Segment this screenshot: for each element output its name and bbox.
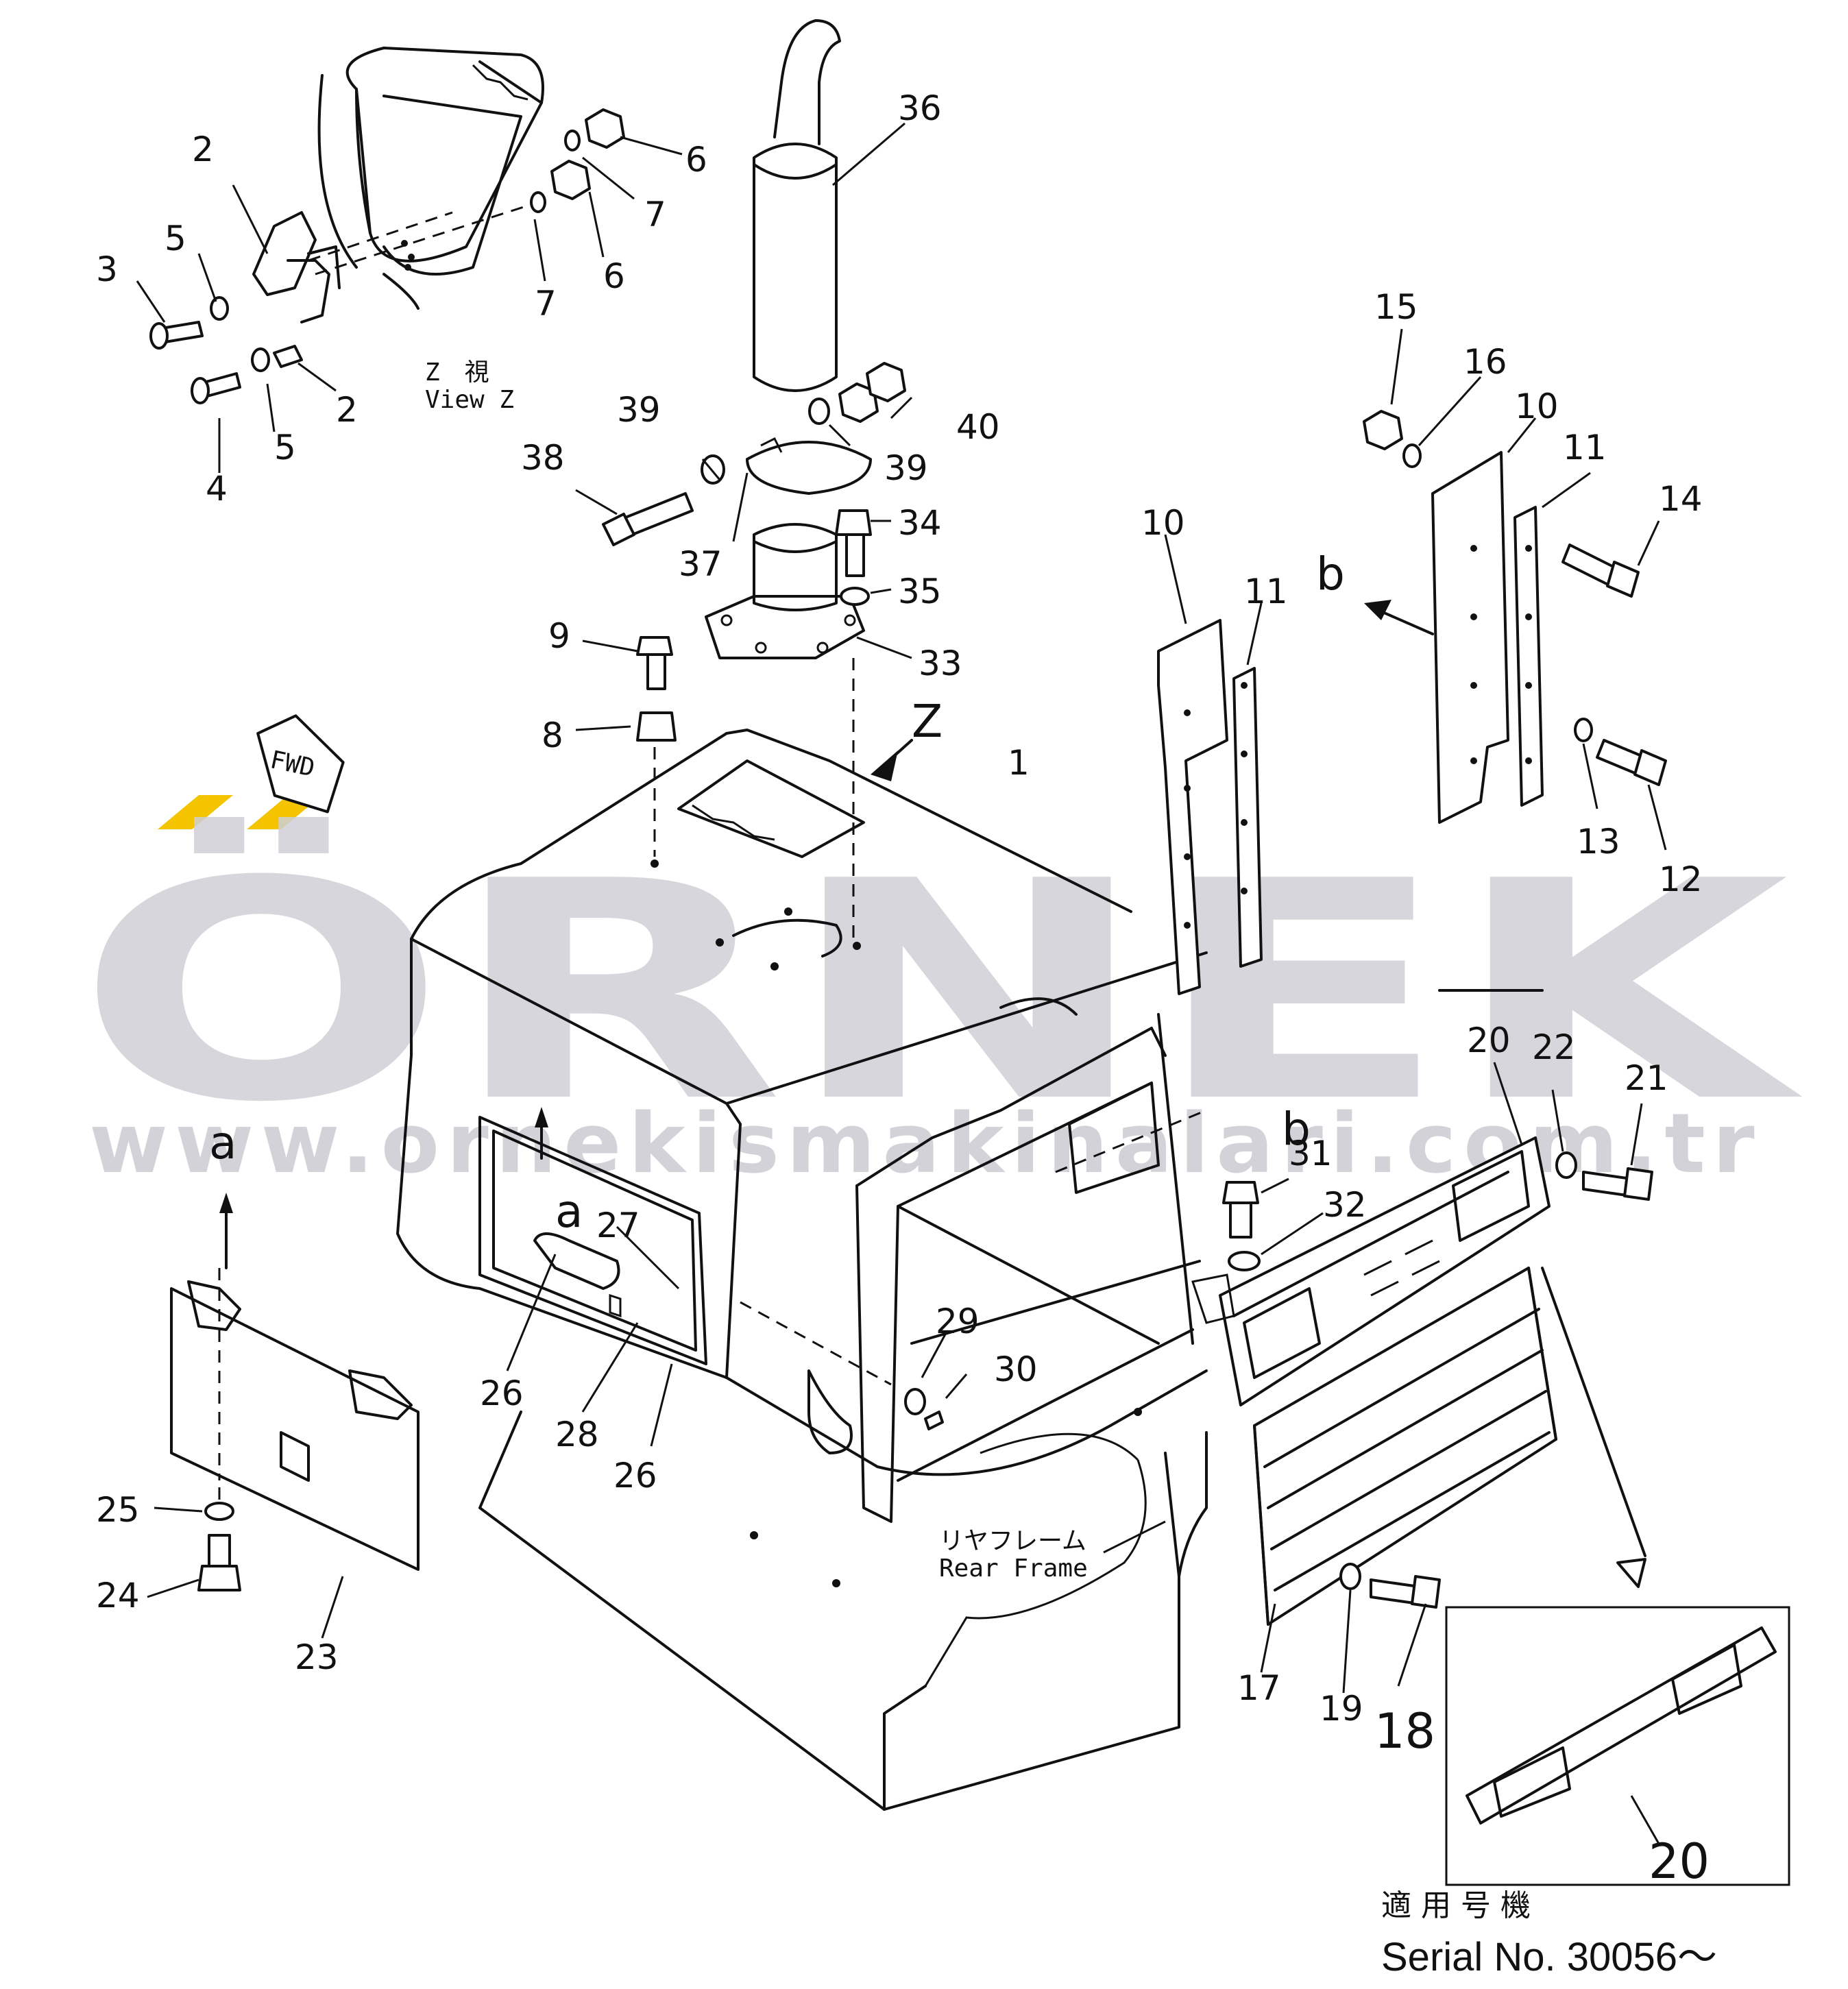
callout-15: 15: [1374, 287, 1418, 327]
callout-32: 32: [1323, 1185, 1367, 1225]
callout-7: 7: [644, 195, 666, 234]
view-z-detail: [136, 47, 683, 473]
hood-assembly: [396, 729, 1208, 1811]
callout-17: 17: [1237, 1668, 1281, 1708]
callout-27: 27: [596, 1206, 640, 1245]
view-z-jp-label: Z 視: [425, 358, 489, 387]
serial-detail-box: [1445, 1606, 1790, 1886]
callout-4: 4: [206, 469, 228, 509]
callout-13: 13: [1577, 822, 1620, 862]
callout-31: 31: [1289, 1134, 1333, 1173]
callout-24: 24: [96, 1576, 140, 1615]
callout-28: 28: [555, 1415, 599, 1454]
watermark: ÖRNEK www.ornekismakinalari.com.tr: [75, 795, 1806, 1192]
grille-assembly: [1191, 989, 1653, 1694]
callout-20: 20: [1649, 1833, 1710, 1890]
serial-number-label: Serial No. 30056～: [1381, 1935, 1717, 1979]
callout-20: 20: [1467, 1021, 1511, 1060]
callout-29: 29: [936, 1302, 980, 1341]
callout-34: 34: [898, 503, 942, 543]
arrow-a-label: a: [555, 1185, 583, 1238]
applicable-jp-label: 適 用 号 機: [1381, 1888, 1531, 1923]
callout-36: 36: [898, 88, 942, 128]
watermark-accent-mark: [158, 795, 233, 829]
callout-19: 19: [1320, 1689, 1363, 1729]
callout-10: 10: [1141, 503, 1185, 543]
callout-30: 30: [994, 1350, 1038, 1389]
right-panels: [1363, 328, 1667, 851]
callout-38: 38: [521, 438, 565, 478]
callout-40: 40: [956, 407, 1000, 447]
callout-7: 7: [535, 284, 557, 324]
center-panels: [1157, 534, 1263, 995]
callout-35: 35: [898, 572, 942, 611]
callout-8: 8: [542, 716, 563, 755]
arrow-a-label: a: [209, 1116, 236, 1169]
arrow-b-label: b: [1282, 1103, 1311, 1156]
view-z-label: View Z: [425, 386, 514, 414]
callout-26: 26: [480, 1374, 524, 1413]
callout-2: 2: [336, 390, 358, 430]
callout-14: 14: [1659, 479, 1703, 519]
callout-11: 11: [1244, 572, 1288, 611]
callout-39: 39: [884, 448, 928, 488]
exhaust-assembly: [575, 19, 913, 939]
callout-22: 22: [1532, 1027, 1576, 1067]
callout-39: 39: [617, 390, 661, 430]
rear-frame-label: Rear Frame: [939, 1554, 1088, 1583]
callout-6: 6: [603, 256, 625, 296]
callout-21: 21: [1625, 1058, 1668, 1098]
view-z-indicator: Z: [912, 695, 943, 748]
callout-9: 9: [548, 616, 570, 656]
callout-1: 1: [1008, 743, 1030, 783]
callout-11: 11: [1563, 428, 1607, 467]
callout-18: 18: [1374, 1703, 1435, 1759]
callout-6: 6: [685, 140, 707, 180]
rear-frame-jp-label: リヤフレーム: [939, 1527, 1086, 1555]
callout-12: 12: [1659, 859, 1703, 899]
callout-37: 37: [679, 544, 722, 584]
callout-23: 23: [295, 1637, 339, 1677]
callout-2: 2: [192, 130, 214, 169]
fwd-arrow: [256, 714, 345, 814]
service-door: [147, 1107, 1166, 1639]
arrow-b-label: b: [1316, 548, 1345, 600]
callout-5: 5: [274, 428, 296, 467]
callout-16: 16: [1463, 342, 1507, 382]
callout-25: 25: [96, 1490, 140, 1530]
callout-numbers: 1 2 2 3 4 5 5 6 6 7 7 8 9 10 10 11 11 12…: [96, 88, 1710, 1890]
callout-3: 3: [96, 249, 118, 289]
callout-33: 33: [919, 644, 962, 683]
callout-10: 10: [1515, 387, 1559, 426]
callout-26: 26: [613, 1456, 657, 1496]
callout-5: 5: [165, 219, 186, 258]
